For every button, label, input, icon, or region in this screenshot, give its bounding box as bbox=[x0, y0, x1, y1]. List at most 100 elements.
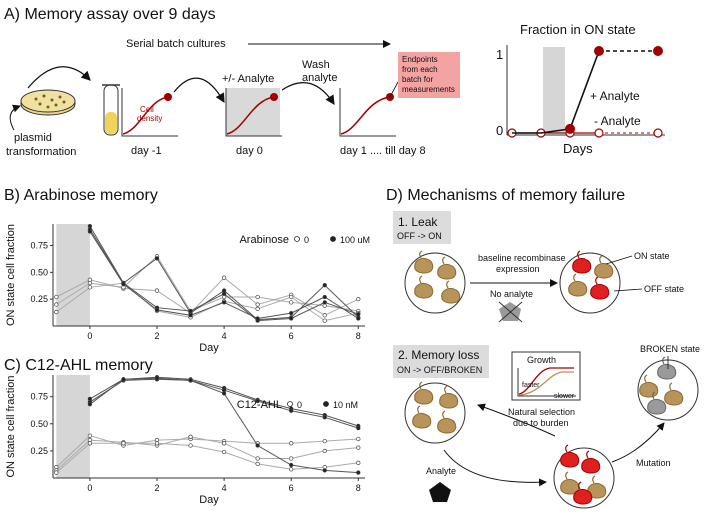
no-analyte-icon bbox=[498, 301, 523, 323]
growth-inset bbox=[511, 351, 581, 401]
loss-box bbox=[393, 345, 489, 378]
point-untreated bbox=[154, 288, 160, 293]
growth-plot-day-minus1 bbox=[121, 88, 178, 137]
y-tick-label: 0.25 bbox=[30, 294, 48, 304]
growth-plot-day0 bbox=[225, 88, 282, 137]
x-tick-label: 0 bbox=[87, 483, 92, 493]
y-axis-label: ON state cell fraction bbox=[5, 224, 17, 326]
selection-arrow bbox=[477, 403, 556, 437]
point-treated bbox=[221, 300, 227, 305]
legend-title: C12-AHL bbox=[237, 399, 282, 411]
legend-marker bbox=[323, 401, 329, 407]
point-treated bbox=[356, 425, 361, 431]
culture-tube-icon bbox=[102, 84, 120, 136]
point-untreated bbox=[356, 297, 361, 302]
point-treated bbox=[154, 256, 160, 261]
leak-off-population bbox=[404, 250, 466, 314]
point-treated bbox=[154, 376, 160, 381]
analyte-arrow bbox=[443, 449, 547, 487]
point-treated bbox=[121, 377, 126, 382]
cell-density-label-1: Cell bbox=[140, 105, 154, 114]
point-untreated bbox=[154, 441, 160, 446]
endpoints-box bbox=[398, 52, 460, 98]
fraction-y-one: 1 bbox=[496, 47, 503, 62]
shaded-region bbox=[543, 47, 565, 133]
shaded-region bbox=[56, 375, 90, 478]
x-tick-label: 6 bbox=[289, 331, 294, 341]
off-state-pointer bbox=[613, 288, 643, 292]
baseline-label-2: expression bbox=[496, 264, 540, 274]
point-untreated bbox=[255, 294, 260, 300]
broken-state-label: BROKEN state bbox=[640, 344, 700, 354]
leak-subtitle: OFF -> ON bbox=[397, 231, 442, 241]
plus-point bbox=[653, 46, 663, 56]
plasmid-label-1: plasmid bbox=[14, 132, 52, 144]
natural-selection-label-1: Natural selection bbox=[508, 407, 575, 417]
arrow-to-day0 bbox=[173, 77, 225, 104]
point-untreated bbox=[289, 294, 294, 300]
y-tick-label: 0.50 bbox=[30, 267, 48, 277]
point-untreated bbox=[255, 302, 260, 307]
fraction-title: Fraction in ON state bbox=[520, 22, 636, 37]
point-treated bbox=[322, 300, 327, 305]
x-tick-label: 6 bbox=[289, 483, 294, 493]
analyte-label: Analyte bbox=[426, 466, 456, 476]
no-analyte-label: No analyte bbox=[490, 289, 533, 299]
point-untreated bbox=[322, 438, 327, 444]
y-tick-label: 0.50 bbox=[30, 419, 48, 429]
point-untreated bbox=[322, 318, 327, 323]
legend-title: Arabinose bbox=[239, 234, 289, 246]
natural-selection-label-2: due to burden bbox=[513, 418, 569, 428]
point-untreated bbox=[87, 285, 93, 290]
y-tick-label: 0.25 bbox=[30, 446, 48, 456]
point-untreated bbox=[87, 433, 93, 438]
series-line-untreated bbox=[56, 436, 359, 471]
point-treated bbox=[188, 313, 193, 318]
point-untreated bbox=[221, 275, 227, 280]
point-untreated bbox=[356, 445, 361, 450]
point-untreated bbox=[255, 456, 260, 461]
endpoints-line-2: from each bbox=[402, 65, 438, 74]
plasmid-arrow bbox=[9, 104, 21, 131]
point-treated bbox=[188, 308, 193, 314]
fraction-y-zero: 0 bbox=[496, 123, 503, 138]
point-treated bbox=[322, 468, 327, 473]
petri-dish-icon bbox=[20, 89, 76, 116]
panel-d-title: D) Mechanisms of memory failure bbox=[386, 187, 625, 204]
point-untreated bbox=[87, 280, 93, 286]
legend-marker bbox=[287, 401, 293, 407]
point-treated bbox=[289, 408, 294, 413]
endpoints-line-3: batch for bbox=[402, 75, 433, 84]
point-treated bbox=[356, 316, 361, 321]
x-tick-label: 4 bbox=[222, 331, 227, 341]
dish-to-tube-arrow bbox=[27, 66, 91, 89]
serial-label: Serial batch cultures bbox=[126, 38, 226, 50]
on-state-pointer bbox=[605, 255, 633, 265]
mutation-label: Mutation bbox=[636, 458, 671, 468]
y-axis-label: ON state cell fraction bbox=[5, 375, 17, 477]
point-untreated bbox=[54, 309, 59, 315]
point-treated bbox=[154, 307, 160, 313]
loss-mixed-population bbox=[553, 444, 615, 509]
legend-label: 0 bbox=[297, 400, 302, 410]
x-axis-label: Day bbox=[199, 494, 219, 506]
day-minus1-label: day -1 bbox=[131, 145, 162, 157]
point-treated bbox=[322, 283, 327, 288]
wash-label-2: analyte bbox=[302, 72, 337, 84]
endpoints-line-4: measurements bbox=[402, 85, 455, 94]
x-axis-label: Day bbox=[199, 342, 219, 354]
plus-point bbox=[565, 123, 575, 134]
point-untreated bbox=[289, 300, 294, 305]
series-line-untreated bbox=[56, 442, 359, 473]
off-state-label: OFF state bbox=[644, 284, 684, 294]
x-tick-label: 8 bbox=[356, 483, 361, 493]
point-untreated bbox=[221, 449, 227, 455]
x-tick-label: 2 bbox=[154, 331, 159, 341]
plus-series-line bbox=[512, 50, 600, 134]
growth-label: Growth bbox=[527, 355, 556, 365]
point-treated bbox=[289, 316, 294, 321]
legend-label: 0 bbox=[304, 235, 309, 245]
point-untreated bbox=[289, 441, 294, 446]
